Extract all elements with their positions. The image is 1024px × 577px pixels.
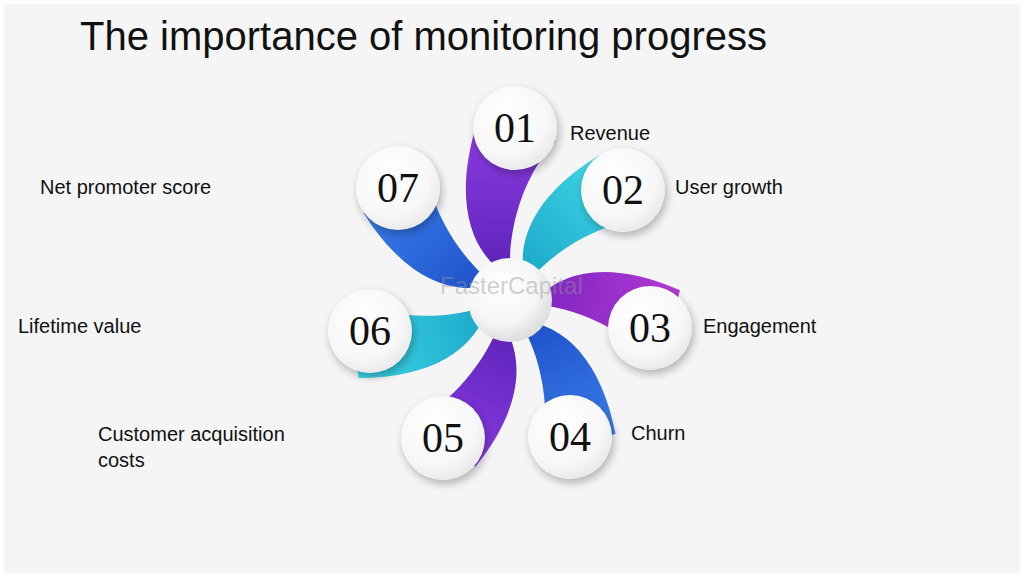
step-number: 03 [608, 286, 692, 370]
step-number: 05 [401, 396, 485, 480]
watermark: FasterCapital [440, 272, 583, 300]
metric-label: Revenue [570, 120, 650, 146]
metric-label: User growth [675, 174, 783, 200]
diagram-title: The importance of monitoring progress [80, 14, 767, 59]
number-circle: 01Revenue [473, 86, 557, 170]
number-circle: 06Lifetime value [328, 289, 412, 373]
number-circle: 04Churn [528, 395, 612, 479]
step-number: 07 [356, 146, 440, 230]
number-circle: 05Customer acquisition costs [401, 396, 485, 480]
metric-label: Net promoter score [40, 174, 211, 200]
metric-label: Customer acquisition costs [98, 421, 323, 473]
step-number: 04 [528, 395, 612, 479]
metric-label: Lifetime value [18, 313, 141, 339]
metric-label: Churn [631, 420, 685, 446]
number-circle: 03Engagement [608, 286, 692, 370]
step-number: 06 [328, 289, 412, 373]
step-number: 02 [581, 148, 665, 232]
metric-label: Engagement [703, 313, 816, 339]
number-circle: 02User growth [581, 148, 665, 232]
number-circle: 07Net promoter score [356, 146, 440, 230]
center-hub [468, 258, 552, 342]
step-number: 01 [473, 86, 557, 170]
